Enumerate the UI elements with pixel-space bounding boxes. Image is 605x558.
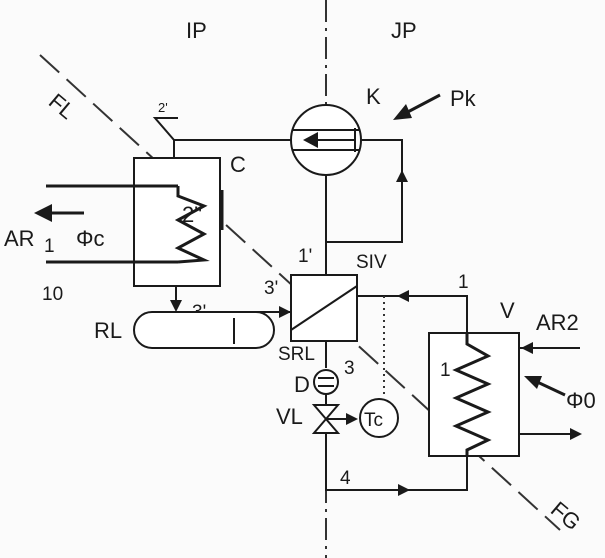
flow-arrow-up — [396, 170, 408, 182]
point-1-label: 1 — [458, 272, 469, 293]
point-10-label: 10 — [42, 284, 63, 305]
evaporator-inlet-line — [325, 433, 468, 491]
region-label-jp: JP — [391, 18, 417, 43]
region-label-ip: IP — [186, 18, 207, 43]
receiver-label: RL — [94, 318, 122, 343]
heat-absorbed-label: Φ0 — [566, 388, 596, 413]
compressor-label: K — [366, 84, 381, 109]
flow-arrow-right-bottom — [398, 484, 410, 496]
temperature-sensor — [359, 398, 399, 438]
condenser-air-index: 1 — [44, 236, 55, 257]
condenser-air-label: AR — [4, 226, 35, 251]
evaporator-air-label: AR2 — [536, 310, 579, 335]
sight-glass — [313, 369, 339, 395]
sight-glass-label: D — [294, 372, 310, 397]
condenser-coil — [174, 186, 210, 264]
heat-in-arrow — [524, 376, 566, 397]
power-arrow — [393, 93, 441, 120]
point-4-label: 4 — [340, 468, 351, 489]
point-3-label: 3 — [344, 358, 355, 379]
evaporator-coil — [452, 333, 492, 456]
fl-label: FL — [44, 88, 80, 124]
receiver — [133, 311, 275, 349]
point-2in-label: 2" — [182, 202, 202, 227]
receiver-outlet-label: SRL — [278, 344, 315, 365]
heat-rejected-label: Φc — [76, 226, 105, 251]
point-2-leader — [152, 117, 178, 141]
expansion-valve — [311, 404, 358, 434]
air-out-arrow — [570, 428, 582, 440]
valve-label: VL — [276, 404, 303, 429]
point-2-label: 2' — [158, 100, 168, 115]
point-3prime-label: 3' — [264, 278, 278, 299]
power-label: Pk — [450, 86, 477, 111]
flow-arrow-right — [279, 306, 291, 318]
point-1prime-label: 1' — [298, 246, 312, 267]
evaporator-outlet-line — [357, 295, 468, 333]
flow-arrow-down — [170, 300, 182, 312]
exchanger-diagonal — [290, 285, 358, 331]
air-in-arrow — [521, 342, 533, 354]
exchanger-label: SIV — [356, 252, 387, 273]
fg-label: FG — [546, 496, 585, 535]
condenser-label: C — [230, 152, 246, 177]
point-1-evap-label: 1 — [440, 360, 451, 381]
sensor-label: Tc — [364, 410, 383, 431]
evaporator — [428, 332, 520, 457]
flow-arrow-left — [397, 290, 409, 302]
suction-bypass-line — [326, 139, 403, 243]
condenser — [133, 157, 221, 287]
evaporator-label: V — [500, 298, 515, 323]
heat-out-arrow — [34, 204, 84, 222]
compressor — [290, 104, 362, 176]
